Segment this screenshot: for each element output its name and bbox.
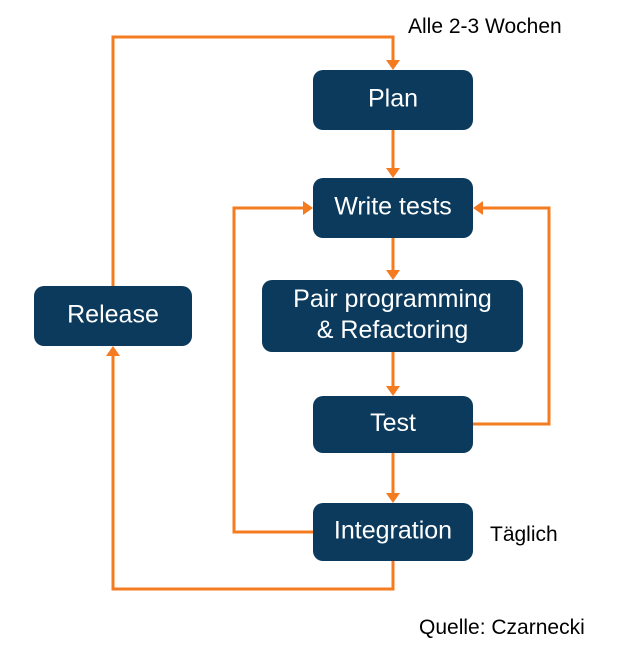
edge-line — [111, 35, 395, 286]
node-label: & Refactoring — [317, 316, 468, 344]
edge-plan-to-write-tests — [386, 130, 400, 178]
edge-pair-programming-to-test — [386, 352, 400, 396]
edge-line — [473, 206, 551, 426]
node-box[interactable] — [313, 503, 473, 561]
arrow-head-icon — [106, 346, 120, 356]
node-plan[interactable]: Plan — [313, 70, 473, 130]
node-label: Plan — [368, 85, 418, 113]
node-label: Integration — [334, 517, 452, 545]
node-label: Pair programming — [293, 285, 492, 313]
arrow-head-icon — [386, 493, 400, 503]
node-box[interactable] — [313, 396, 473, 453]
edge-release-to-plan — [111, 35, 400, 286]
node-label: Write tests — [334, 193, 452, 221]
arrow-head-icon — [386, 270, 400, 280]
node-label: Release — [67, 301, 159, 329]
node-box[interactable] — [313, 178, 473, 238]
edge-write-tests-to-pair-programming — [386, 238, 400, 280]
edge-line — [111, 352, 395, 591]
arrow-head-icon — [303, 201, 313, 215]
node-release[interactable]: Release — [34, 286, 192, 346]
node-integration[interactable]: Integration — [313, 503, 473, 561]
node-box[interactable] — [313, 70, 473, 130]
annotation-cadence-release: Alle 2-3 Wochen — [408, 15, 562, 38]
arrow-head-icon — [386, 168, 400, 178]
annotation-cadence-integration: Täglich — [490, 523, 558, 546]
edge-test-to-integration — [386, 453, 400, 503]
edge-test-back-to-write-tests — [473, 201, 551, 426]
node-box[interactable] — [34, 286, 192, 346]
edge-integration-to-release — [106, 346, 395, 591]
edges-layer — [106, 35, 551, 591]
edge-line — [232, 206, 313, 534]
arrow-head-icon — [386, 386, 400, 396]
node-test[interactable]: Test — [313, 396, 473, 453]
edge-integration-back-to-write-tests — [232, 201, 313, 534]
node-box[interactable] — [262, 280, 523, 352]
arrow-head-icon — [386, 60, 400, 70]
node-label: Test — [370, 409, 416, 437]
node-pair-programming[interactable]: Pair programming & Refactoring — [262, 280, 523, 352]
arrow-head-icon — [473, 201, 483, 215]
node-write-tests[interactable]: Write tests — [313, 178, 473, 238]
annotation-source-credit: Quelle: Czarnecki — [419, 616, 585, 639]
